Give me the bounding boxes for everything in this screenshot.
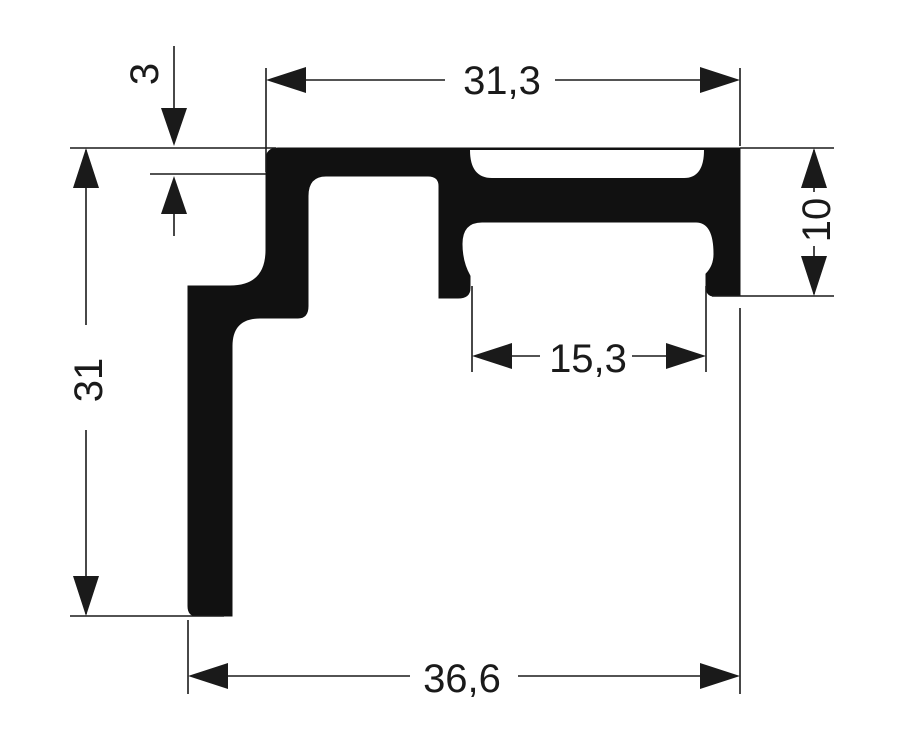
dimension-right-height: 10 [712, 147, 839, 297]
top-slot [470, 150, 704, 178]
aluminium-profile [187, 147, 741, 617]
dimension-label-left-height: 31 [67, 358, 111, 403]
arrow-down-icon [161, 108, 187, 146]
dimension-label-slot-width: 15,3 [549, 337, 627, 381]
dimension-top-width: 31,3 [265, 59, 741, 172]
dimension-left-height: 31 [67, 148, 224, 617]
arrow-right-icon [666, 343, 706, 369]
arrow-up-icon [801, 148, 827, 188]
profile-body [187, 147, 741, 617]
dimension-overall-width: 36,6 [187, 308, 741, 701]
dimension-label-overall-width: 36,6 [423, 657, 501, 701]
dimension-top-offset: 3 [70, 46, 276, 236]
arrow-up-icon [73, 148, 99, 188]
arrow-down-icon [73, 576, 99, 616]
dimension-label-right-height: 10 [795, 198, 839, 243]
arrow-down-icon [801, 256, 827, 296]
arrow-left-icon [472, 343, 512, 369]
arrow-up-icon [161, 176, 187, 214]
arrow-left-icon [266, 67, 306, 93]
arrow-right-icon [700, 663, 740, 689]
arrow-right-icon [700, 67, 740, 93]
arrow-left-icon [188, 663, 228, 689]
dimension-label-top-offset: 3 [123, 63, 167, 85]
dimension-slot-width: 15,3 [471, 286, 707, 381]
dimension-label-top-width: 31,3 [463, 59, 541, 103]
